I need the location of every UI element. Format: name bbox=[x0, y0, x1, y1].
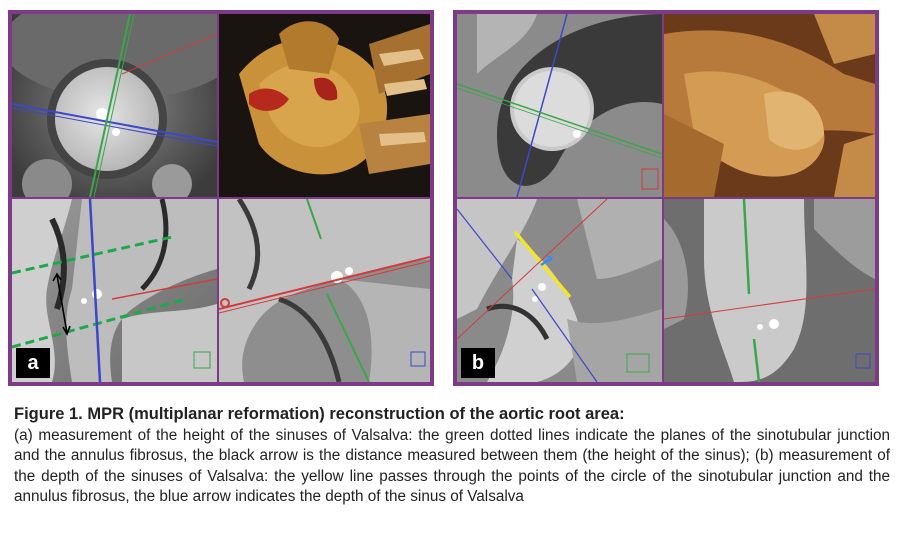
volume-render-image bbox=[664, 14, 875, 197]
panel-label-b: b bbox=[461, 348, 495, 378]
ct-axial-image bbox=[12, 14, 217, 197]
caption-title: Figure 1. MPR (multiplanar reformation) … bbox=[14, 405, 625, 423]
ct-axial-view-a bbox=[12, 14, 217, 197]
volume-render-view-a bbox=[219, 14, 430, 197]
volume-render-view-b bbox=[664, 14, 875, 197]
ct-coronal-image bbox=[219, 199, 430, 382]
ct-coronal-view-a bbox=[219, 199, 430, 382]
volume-render-image bbox=[219, 14, 430, 197]
panel-label-a: a bbox=[16, 348, 50, 378]
figure-panel-b: b bbox=[453, 10, 879, 386]
figure-caption: Figure 1. MPR (multiplanar reformation) … bbox=[14, 404, 890, 508]
ct-sagittal-view-a: a bbox=[12, 199, 217, 382]
figure-panel-a: a bbox=[8, 10, 434, 386]
ct-axial-image bbox=[457, 14, 662, 197]
caption-body: (a) measurement of the height of the sin… bbox=[14, 426, 890, 506]
ct-axial-view-b bbox=[457, 14, 662, 197]
ct-coronal-image bbox=[664, 199, 875, 382]
ct-coronal-view-b bbox=[664, 199, 875, 382]
ct-sagittal-view-b: b bbox=[457, 199, 662, 382]
